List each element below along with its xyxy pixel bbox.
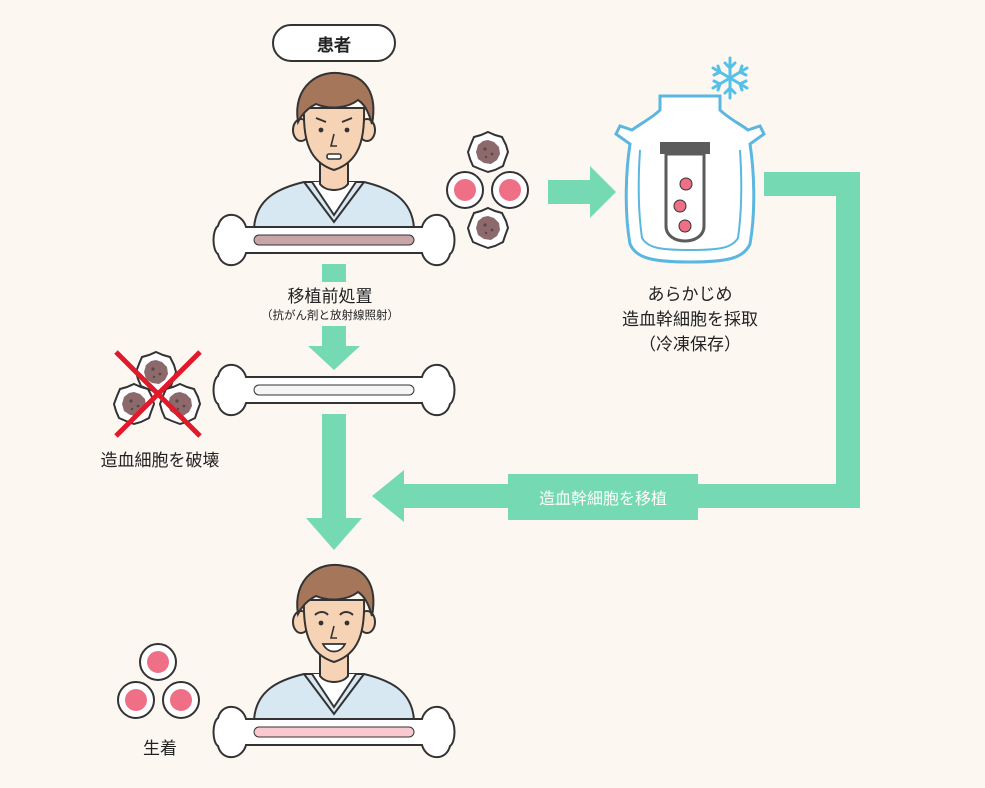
patient-worried-icon [253, 71, 415, 229]
arrow-down-1 [322, 264, 346, 282]
arrow-down-3 [306, 414, 362, 550]
red-cross-icon [114, 350, 202, 438]
engrafted-cell-cluster [117, 643, 200, 719]
bone-icon [212, 705, 456, 759]
collection-caption: あらかじめ 造血幹細胞を採取 （冷凍保存） [580, 283, 800, 358]
transplant-label: 造血幹細胞を移植 [508, 474, 698, 520]
test-tube-icon [660, 142, 710, 243]
collection-line-1: あらかじめ [647, 285, 733, 305]
arrow-down-2 [308, 326, 360, 370]
patient-label: 患者 [272, 24, 396, 62]
engraft-label: 生着 [143, 739, 177, 759]
collection-line-3: （冷凍保存） [639, 335, 741, 355]
bone-icon [212, 213, 456, 267]
pretreatment-title: 移植前処置 [287, 287, 373, 307]
pretreatment-subtitle: （抗がん剤と放射線照射） [261, 308, 399, 322]
destroy-label: 造血細胞を破壊 [100, 451, 220, 471]
patient-smiling-icon [253, 563, 415, 721]
collection-line-2: 造血幹細胞を採取 [622, 310, 758, 330]
arrow-right [548, 166, 616, 218]
cell-cluster-collected [446, 131, 529, 249]
bone-icon [212, 363, 456, 417]
snowflake-icon [711, 56, 749, 100]
